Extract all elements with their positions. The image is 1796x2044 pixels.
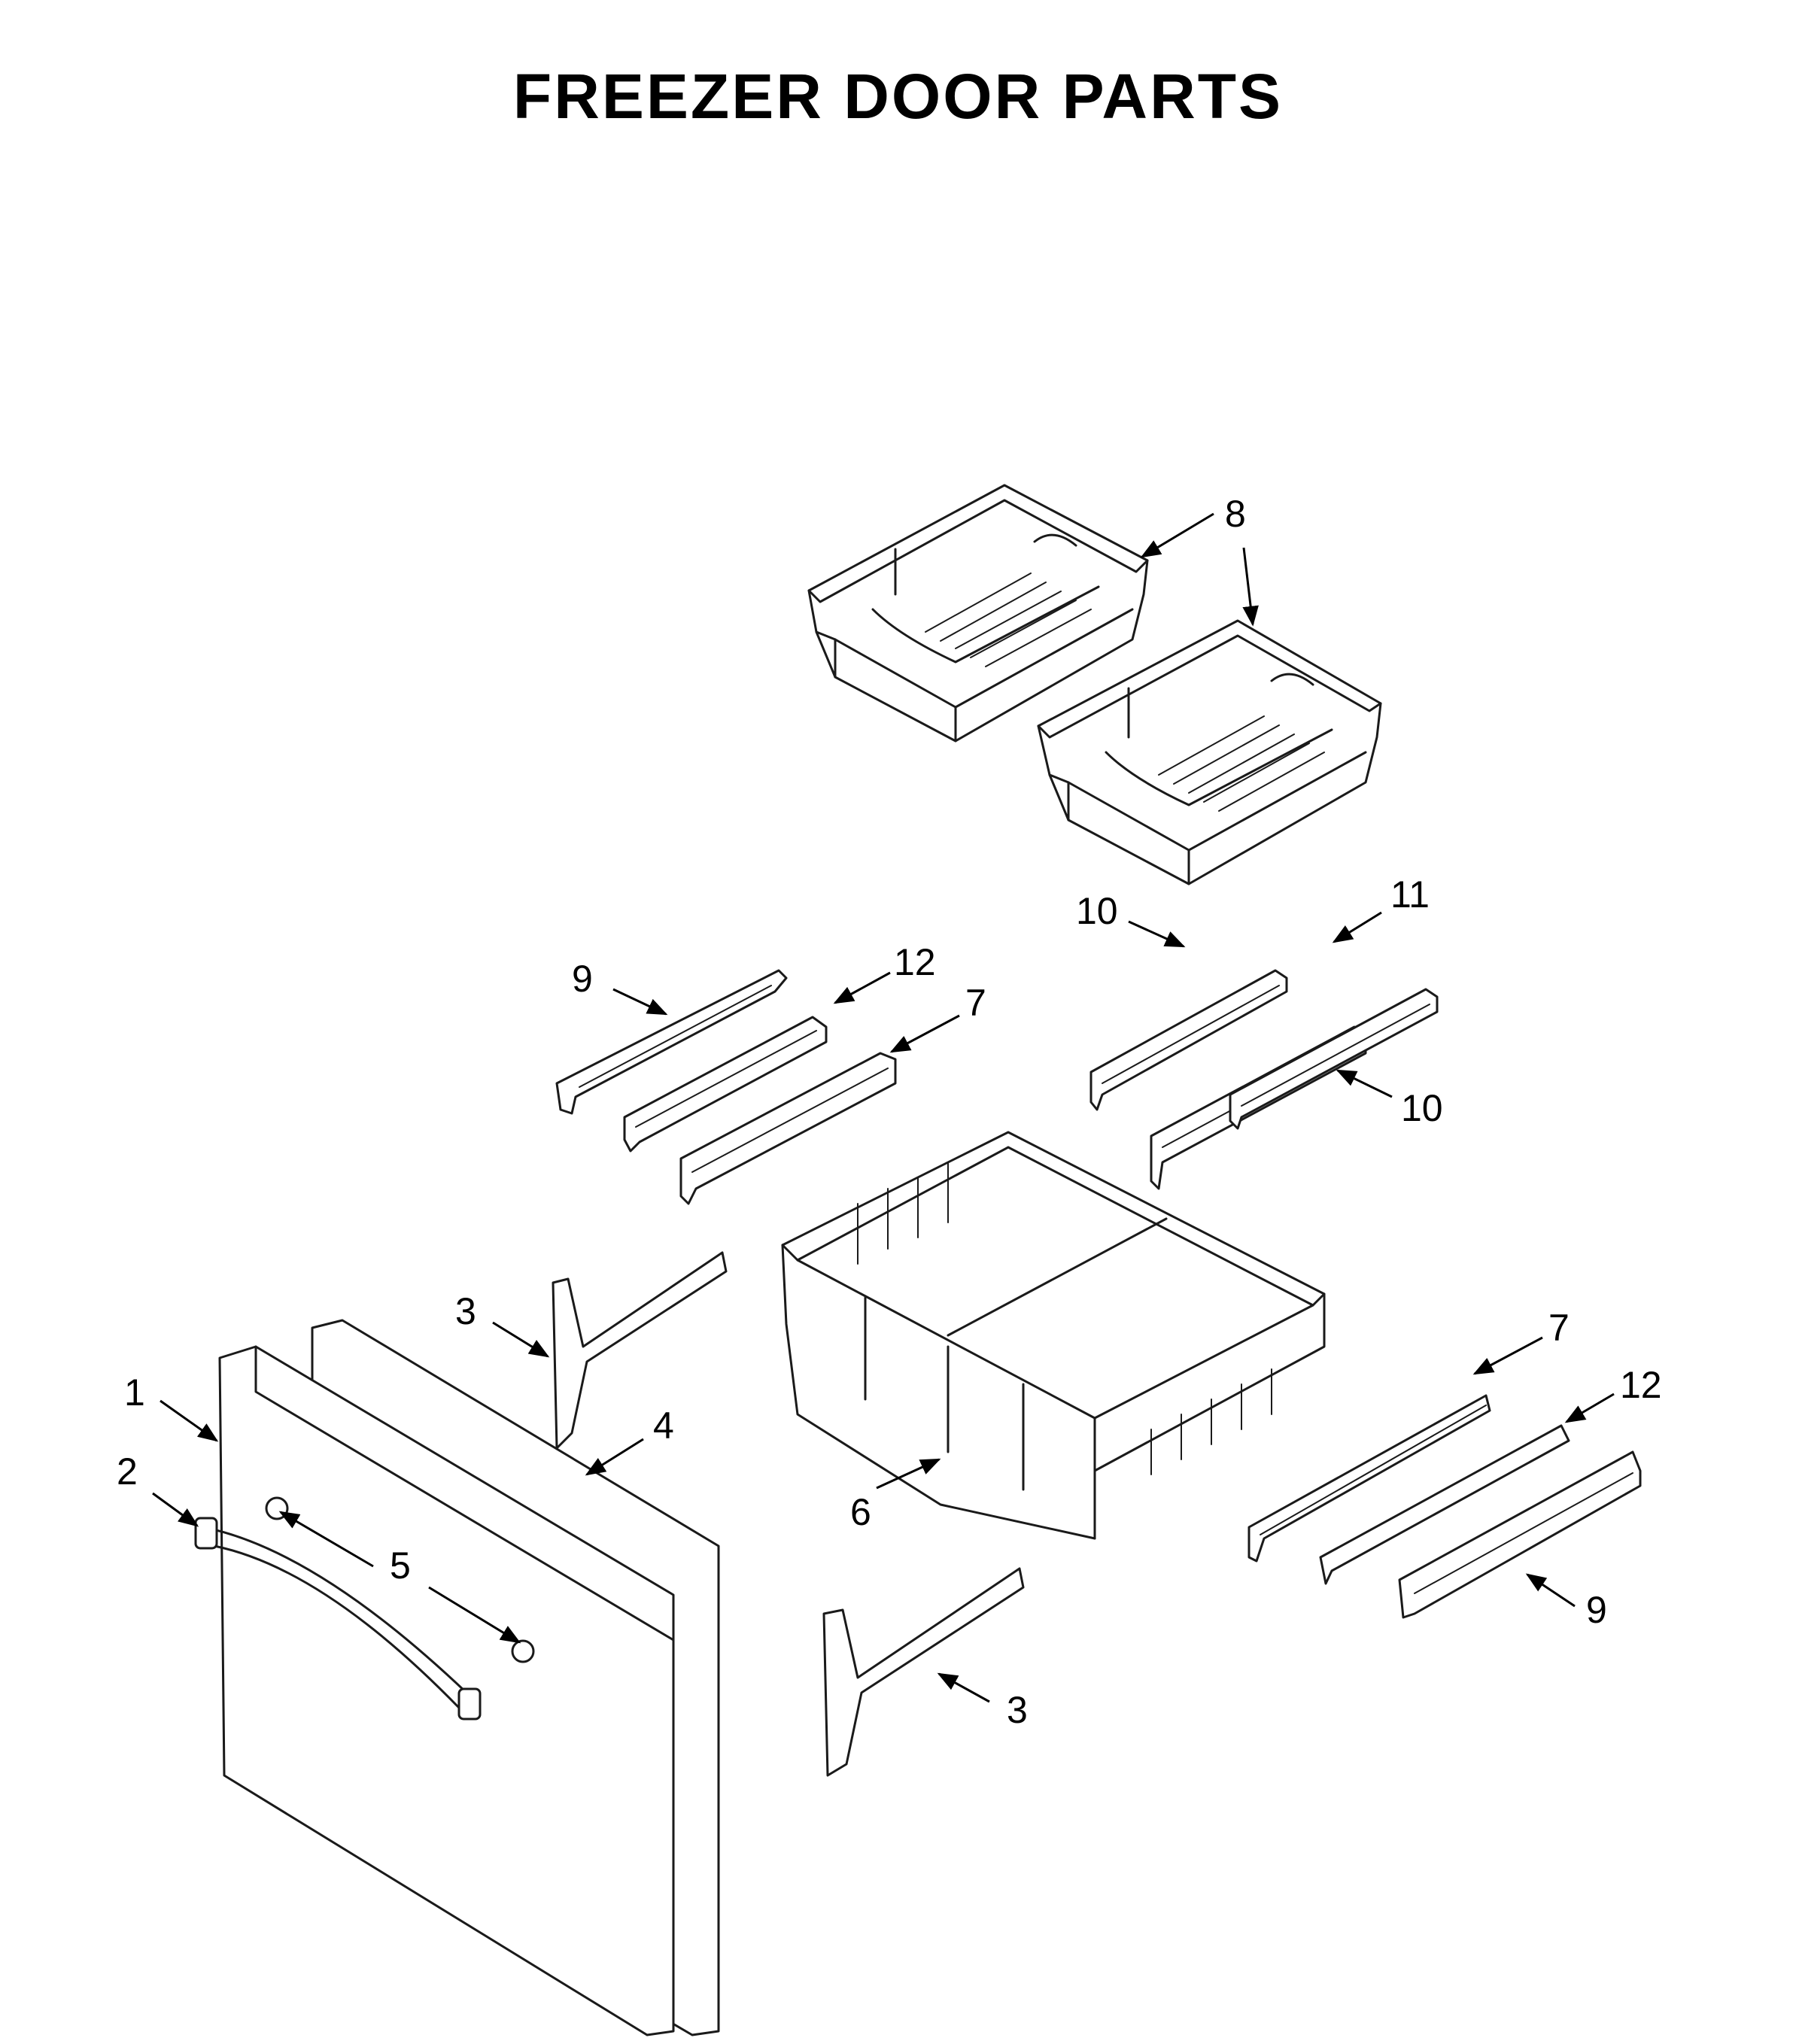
right-slide-cover bbox=[1398, 1450, 1642, 1619]
callout-1: 1 bbox=[124, 1371, 145, 1414]
callout-3-lower: 3 bbox=[1007, 1689, 1028, 1731]
callout-9-left: 9 bbox=[572, 958, 593, 1000]
callout-4: 4 bbox=[653, 1405, 674, 1447]
left-door-bracket-lower bbox=[822, 1567, 1025, 1777]
lower-freezer-basket bbox=[781, 1131, 1326, 1540]
right-rail-upper bbox=[1089, 969, 1288, 1111]
callout-10-upper: 10 bbox=[1076, 890, 1118, 932]
callout-labels: 1 2 3 3 4 5 6 7 7 8 9 9 10 10 11 12 12 bbox=[117, 493, 1662, 1731]
upper-basket-front bbox=[1037, 619, 1382, 885]
callout-7-right: 7 bbox=[1548, 1307, 1570, 1349]
right-slide-rail-inner bbox=[1319, 1424, 1570, 1585]
upper-basket-rear bbox=[807, 484, 1149, 743]
left-door-bracket-upper bbox=[552, 1251, 728, 1450]
door-handle bbox=[194, 1517, 482, 1721]
callout-3-upper: 3 bbox=[455, 1290, 476, 1332]
callout-12-left: 12 bbox=[894, 941, 936, 983]
right-rail-lower bbox=[1229, 988, 1439, 1130]
callout-2: 2 bbox=[117, 1450, 138, 1493]
callout-5: 5 bbox=[390, 1544, 411, 1587]
left-slide-rail-outer bbox=[679, 1052, 897, 1205]
leader-arrows bbox=[152, 512, 1615, 1703]
callout-6: 6 bbox=[850, 1491, 871, 1533]
page-title: FREEZER DOOR PARTS bbox=[512, 61, 1284, 132]
callout-11: 11 bbox=[1390, 873, 1430, 916]
left-slide-rail-inner bbox=[623, 1016, 828, 1153]
freezer-door-panel bbox=[218, 1345, 675, 2036]
right-slide-rail-outer bbox=[1247, 1394, 1491, 1563]
callout-9-right: 9 bbox=[1586, 1589, 1607, 1631]
callout-12-right: 12 bbox=[1620, 1364, 1662, 1406]
callout-10-lower: 10 bbox=[1401, 1087, 1443, 1129]
left-slide-cover bbox=[555, 969, 788, 1115]
callout-7-left: 7 bbox=[965, 982, 986, 1024]
callout-8: 8 bbox=[1225, 493, 1246, 535]
